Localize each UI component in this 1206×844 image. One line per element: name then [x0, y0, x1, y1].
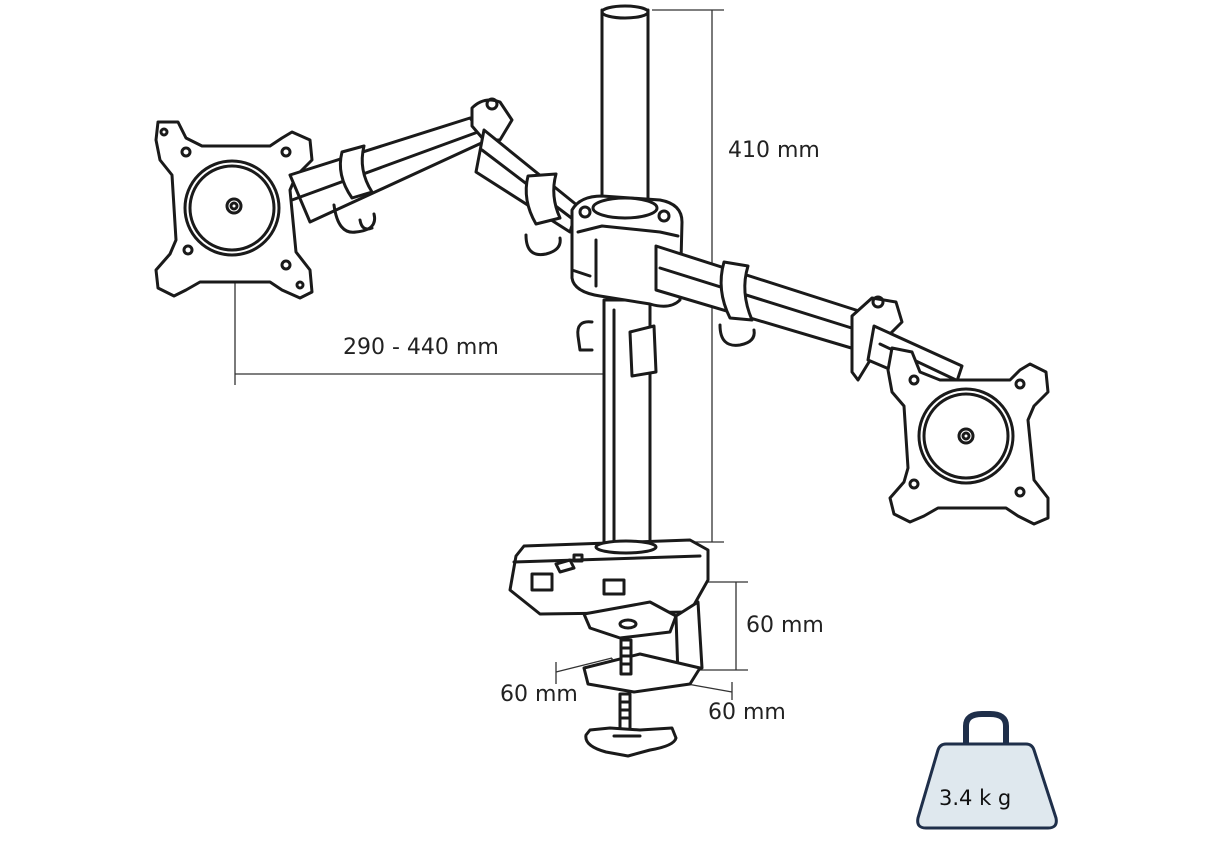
right-vesa-plate: [886, 346, 1050, 526]
height-dimension-label: 410 mm: [728, 138, 820, 163]
left-vesa-plate: [154, 120, 314, 300]
cable-clip: [576, 320, 658, 378]
desk-base: [508, 538, 710, 616]
left-arm: [288, 97, 580, 257]
arm-reach-dimension-label: 290 - 440 mm: [343, 335, 499, 360]
desk-clamp: [582, 600, 704, 758]
weight-icon: 3.4 k g: [916, 711, 1058, 830]
weight-label: 3.4 k g: [939, 786, 1011, 810]
clamp-depth-dimension-label: 60 mm: [708, 700, 786, 725]
clamp-width-dimension-label: 60 mm: [500, 682, 578, 707]
clamp-height-dimension-label: 60 mm: [746, 613, 824, 638]
mount-pole: [600, 4, 652, 552]
